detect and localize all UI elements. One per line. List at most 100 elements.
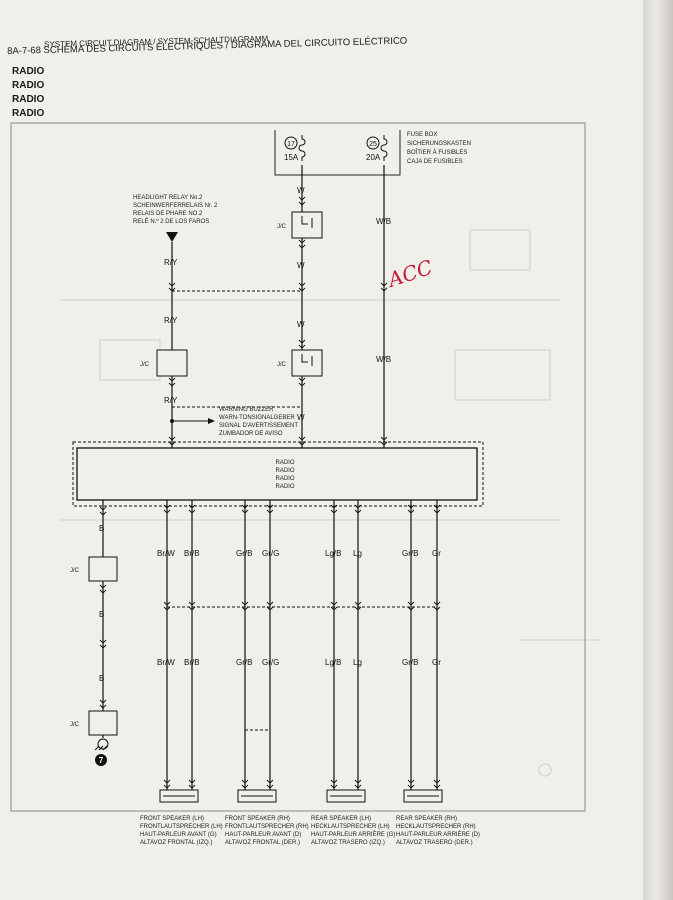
headlight-relay-arrow bbox=[166, 232, 178, 242]
wire-label-grg-1: Gr/G bbox=[262, 549, 279, 558]
speaker-front-lh bbox=[159, 789, 199, 803]
speaker-front-lh-label: FRONT SPEAKER (LH) FRONTLAUTSPRECHER (LH… bbox=[140, 816, 223, 846]
connector-chevron bbox=[99, 644, 107, 649]
connector-chevron bbox=[380, 282, 388, 287]
connector-chevron bbox=[298, 377, 306, 382]
svg-text:HAUT-PARLEUR AVANT (D): HAUT-PARLEUR AVANT (D) bbox=[225, 832, 301, 838]
svg-text:RADIO: RADIO bbox=[275, 460, 294, 466]
connector-chevron bbox=[266, 601, 274, 606]
svg-text:J/C: J/C bbox=[70, 722, 80, 728]
fuse-25-rating: 20A bbox=[366, 153, 381, 162]
splice-point bbox=[170, 419, 174, 423]
connector-chevron bbox=[298, 339, 306, 344]
connector-chevron bbox=[354, 509, 362, 514]
connector-chevron bbox=[163, 784, 171, 789]
speaker-rear-rh bbox=[403, 789, 443, 803]
warning-buzzer-label: WARNING BUZZER WARN-TONSIGNALGEBER SIGNA… bbox=[219, 407, 298, 437]
connector-chevron bbox=[433, 779, 441, 784]
svg-text:HECKLAUTSPRECHER (LH): HECKLAUTSPRECHER (LH) bbox=[311, 824, 390, 830]
svg-text:RADIO: RADIO bbox=[275, 468, 294, 474]
connector-chevron bbox=[188, 784, 196, 789]
wire-label-grb-4: Gr/B bbox=[402, 658, 418, 667]
connector-chevron bbox=[163, 504, 171, 509]
connector-chevron bbox=[330, 601, 338, 606]
wire-label-lgb-2: Lg/B bbox=[325, 658, 341, 667]
svg-text:REAR SPEAKER (LH): REAR SPEAKER (LH) bbox=[311, 816, 371, 822]
connector-chevron bbox=[298, 382, 306, 387]
connector-chevron bbox=[99, 584, 107, 589]
connector-chevron bbox=[241, 779, 249, 784]
connector-chevron bbox=[298, 287, 306, 292]
wire-label-gr-1: Gr bbox=[432, 549, 441, 558]
connector-chevron bbox=[168, 282, 176, 287]
wire-label-w-4: W bbox=[297, 413, 305, 422]
ground-symbol: 7 bbox=[94, 738, 109, 766]
wire-label-grb-1: Gr/B bbox=[236, 549, 252, 558]
connector-chevron bbox=[99, 506, 107, 511]
connector-chevron bbox=[188, 504, 196, 509]
connector-chevron bbox=[433, 601, 441, 606]
fuse-17: 17 15A bbox=[284, 135, 306, 162]
jc-ry: J/C bbox=[140, 349, 188, 377]
jc-mid-w: J/C bbox=[277, 349, 323, 377]
radio-connector-outline bbox=[72, 441, 484, 507]
fuse-box-outline bbox=[274, 130, 401, 176]
buzzer-arrow bbox=[208, 418, 215, 424]
connector-chevron bbox=[241, 601, 249, 606]
connector-chevron bbox=[354, 606, 362, 611]
wire-label-ry-3: R/Y bbox=[164, 396, 178, 405]
svg-text:J/C: J/C bbox=[140, 362, 150, 368]
connector-chevron bbox=[298, 196, 306, 201]
svg-text:BOÎTIER À FUSIBLES: BOÎTIER À FUSIBLES bbox=[407, 149, 467, 156]
connector-chevron bbox=[407, 784, 415, 789]
connector-chevron bbox=[266, 606, 274, 611]
connector-chevron bbox=[241, 509, 249, 514]
connector-chevron bbox=[298, 244, 306, 249]
connector-chevron bbox=[407, 601, 415, 606]
connector-chevron bbox=[407, 509, 415, 514]
wire-label-wb-1: W/B bbox=[376, 217, 391, 226]
connector-chevron bbox=[163, 509, 171, 514]
wire-label-wb-2: W/B bbox=[376, 355, 391, 364]
svg-text:HAUT-PARLEUR ARRIÈRE (D): HAUT-PARLEUR ARRIÈRE (D) bbox=[396, 831, 480, 838]
svg-text:SCHEINWERFERRELAIS Nr. 2: SCHEINWERFERRELAIS Nr. 2 bbox=[133, 203, 218, 209]
connector-chevron bbox=[99, 589, 107, 594]
fuse-25-number: 25 bbox=[369, 141, 377, 148]
connector-chevron bbox=[298, 436, 306, 441]
connector-chevron bbox=[99, 704, 107, 709]
connector-dashes-top bbox=[172, 290, 302, 408]
wire-label-b-2: B bbox=[99, 610, 104, 619]
svg-text:HAUT-PARLEUR ARRIÈRE (G): HAUT-PARLEUR ARRIÈRE (G) bbox=[311, 831, 395, 838]
connector-chevron bbox=[99, 639, 107, 644]
connector-chevron bbox=[354, 504, 362, 509]
wire-label-ry-2: R/Y bbox=[164, 316, 178, 325]
connector-chevron bbox=[168, 377, 176, 382]
wire-label-w-3: W bbox=[297, 320, 305, 329]
svg-text:RADIO: RADIO bbox=[275, 476, 294, 482]
connector-chevron bbox=[99, 511, 107, 516]
title-radio-fr: RADIO bbox=[12, 94, 45, 105]
radio-unit-box bbox=[76, 447, 478, 501]
svg-text:J/C: J/C bbox=[70, 568, 80, 574]
connector-chevron bbox=[330, 504, 338, 509]
handwritten-acc-note: ACC bbox=[383, 255, 435, 292]
fuse-17-rating: 15A bbox=[284, 153, 299, 162]
svg-text:FRONT SPEAKER (LH): FRONT SPEAKER (LH) bbox=[140, 816, 204, 822]
connector-chevron bbox=[330, 784, 338, 789]
jc-top-w: J/C bbox=[277, 211, 323, 239]
svg-text:SIGNAL D'AVERTISSEMENT: SIGNAL D'AVERTISSEMENT bbox=[219, 423, 298, 429]
connector-chevron bbox=[354, 601, 362, 606]
connector-chevron bbox=[188, 779, 196, 784]
wire-label-gr-2: Gr bbox=[432, 658, 441, 667]
title-radio-de: RADIO bbox=[12, 80, 45, 91]
wire-label-grg-2: Gr/G bbox=[262, 658, 279, 667]
svg-text:ZUMBADOR DE AVISO: ZUMBADOR DE AVISO bbox=[219, 431, 283, 437]
fuse-25: 25 20A bbox=[366, 135, 388, 162]
connector-chevron bbox=[330, 509, 338, 514]
svg-text:RADIO: RADIO bbox=[275, 484, 294, 490]
wire-label-grb-2: Gr/B bbox=[402, 549, 418, 558]
speaker-rear-lh-label: REAR SPEAKER (LH) HECKLAUTSPRECHER (LH) … bbox=[311, 816, 395, 846]
connector-chevron bbox=[188, 509, 196, 514]
svg-text:REAR SPEAKER (RH): REAR SPEAKER (RH) bbox=[396, 816, 457, 822]
